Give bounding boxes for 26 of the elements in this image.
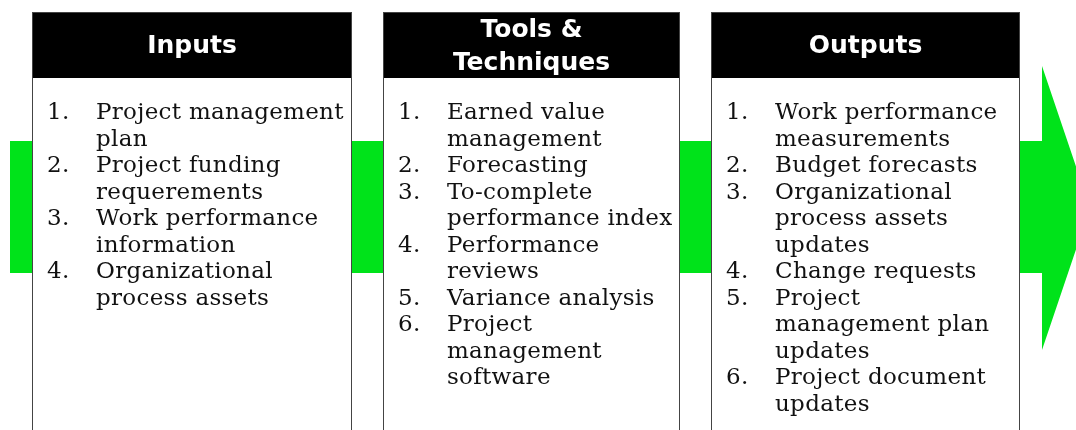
- column-box: [32, 12, 352, 430]
- list-item: 1. Earned value management: [398, 98, 607, 151]
- list-item: 1. Project management plan: [47, 98, 345, 151]
- list-item: 5. Variance analysis: [398, 283, 656, 310]
- list-item: 2. Forecasting: [398, 151, 589, 178]
- arrow-band: [680, 141, 711, 273]
- arrow-band: [10, 141, 32, 273]
- arrow-band: [1020, 66, 1076, 350]
- list-item: 3. Work performance information: [47, 204, 320, 257]
- list-item: 3. Organizational process assets updates: [726, 177, 953, 257]
- list-item: 6. Project management software: [398, 310, 603, 390]
- list-item: 6. Project document updates: [726, 363, 988, 416]
- column-heading: Inputs: [33, 13, 351, 78]
- arrow-band: [352, 141, 383, 273]
- list-item: 4. Change requests: [726, 257, 978, 284]
- list-item: 4. Performance reviews: [398, 230, 601, 284]
- list-item: 1. Work performance measurements: [726, 98, 999, 151]
- list-item: 5. Project management plan updates: [726, 283, 991, 363]
- list-item: 4. Organizational process assets: [47, 257, 274, 310]
- column-heading: Outputs: [712, 13, 1019, 78]
- column-box: [383, 12, 680, 430]
- column-box: [711, 12, 1020, 430]
- list-item: 2. Project funding requerements: [47, 151, 282, 204]
- column-heading: Tools & Techniques: [384, 13, 679, 78]
- list-item: 3. To-complete performance index: [398, 177, 674, 231]
- list-item: 2. Budget forecasts: [726, 151, 979, 178]
